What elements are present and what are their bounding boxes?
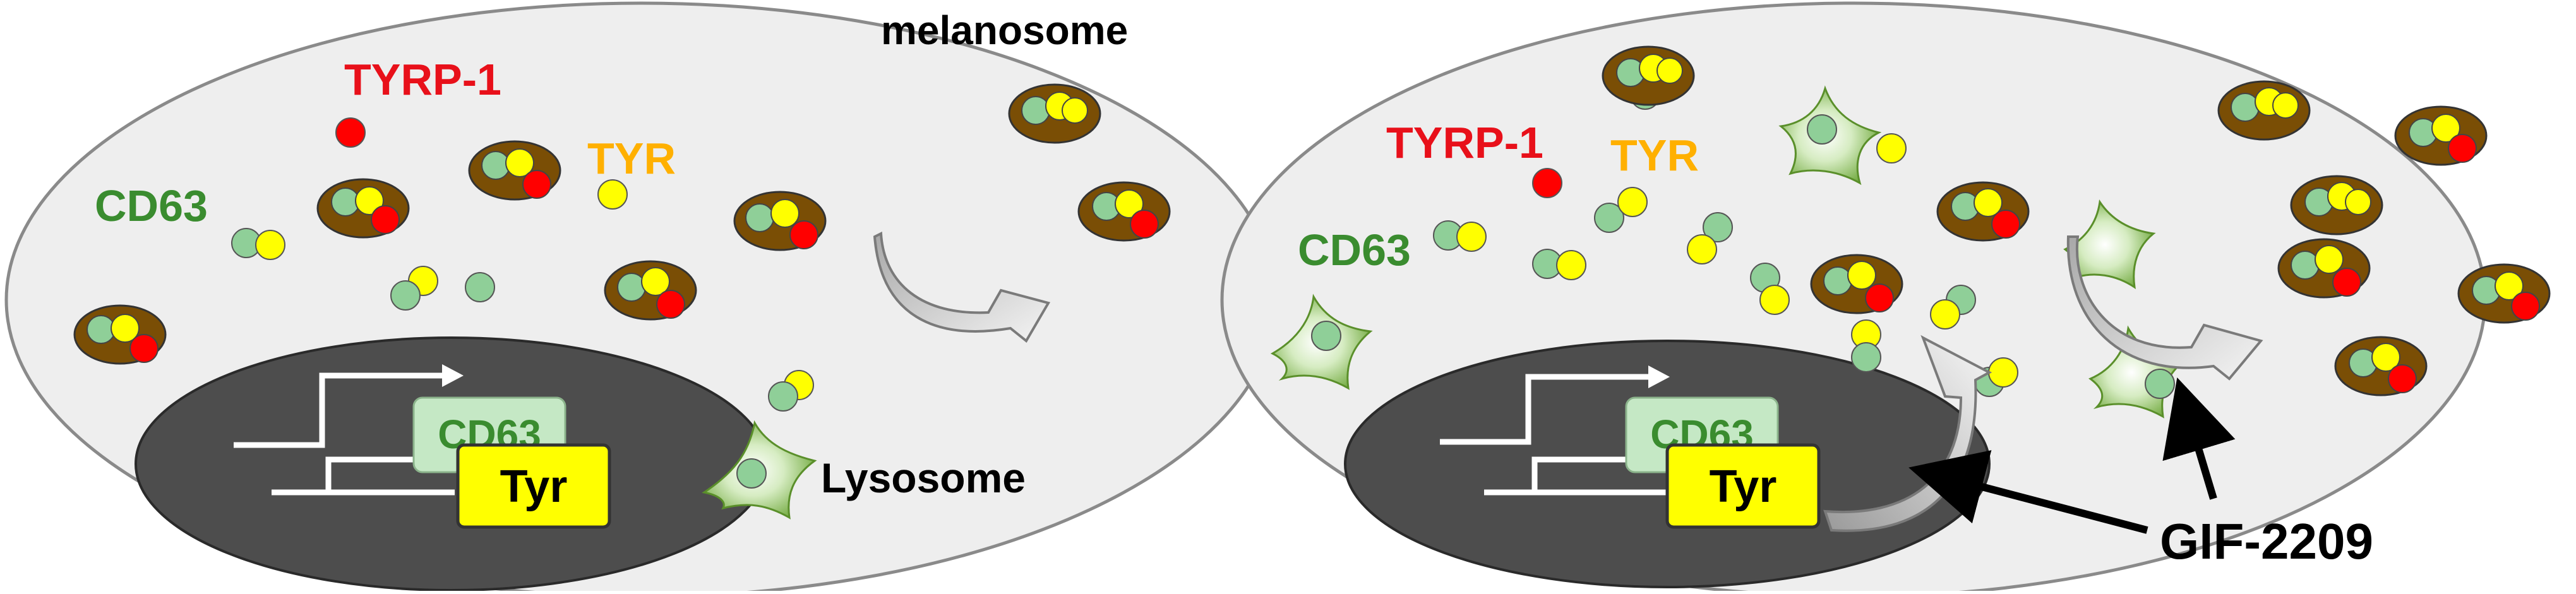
tyr-cd63-pair bbox=[1930, 285, 1976, 330]
melanosome-label: melanosome bbox=[881, 8, 1128, 53]
cd63-dot bbox=[1311, 321, 1341, 351]
cd63-dot bbox=[2145, 369, 2175, 399]
cd63-dot bbox=[1807, 114, 1837, 145]
melanosome bbox=[2334, 336, 2428, 396]
compound-label: GIF-2209 bbox=[2160, 513, 2373, 569]
left-tyr-label: TYR bbox=[587, 134, 676, 183]
compound-arrow-to-trafficking bbox=[1908, 450, 2148, 534]
left-tyrp1-label: TYRP-1 bbox=[344, 55, 501, 104]
right-gene-arrows bbox=[1440, 365, 1670, 496]
melanosome bbox=[2457, 263, 2551, 324]
melanosome bbox=[1008, 83, 1101, 144]
melanosome bbox=[2217, 80, 2311, 141]
tyr-cd63-pair bbox=[1851, 319, 1881, 372]
left-cell-panel: CD63 Tyr TYRP-1 TYR CD63 melanosome Lyso… bbox=[4, 1, 1278, 594]
right-tyrp1-label: TYRP-1 bbox=[1386, 118, 1543, 167]
left-cd63-label: CD63 bbox=[95, 181, 208, 230]
left-tyr-gene-label: Tyr bbox=[500, 461, 568, 512]
melanosome bbox=[1077, 181, 1171, 242]
melanosome bbox=[2277, 238, 2371, 299]
left-tyr-gene-box bbox=[456, 443, 611, 529]
right-tyr-gene-box bbox=[1665, 443, 1821, 529]
cd63-tyr-pair bbox=[1594, 187, 1648, 233]
melanosome bbox=[2394, 105, 2488, 166]
cd63-tyr-pair bbox=[1532, 249, 1586, 280]
melanosome bbox=[316, 178, 410, 239]
melanosome bbox=[73, 304, 167, 365]
cd63-tyr-pair bbox=[1750, 263, 1790, 315]
melanosome bbox=[1810, 254, 1903, 314]
right-cell-panel: CD63 Tyr TYRP-1 TYR CD63 GIF-2209 bbox=[1220, 1, 2551, 594]
melanosome bbox=[1936, 181, 2030, 242]
left-gene-arrows bbox=[234, 364, 464, 496]
left-secretion-arrow bbox=[873, 231, 1051, 343]
cd63-tyr-pair bbox=[231, 228, 285, 260]
compound-arrow-to-secretion bbox=[2162, 377, 2236, 500]
melanosome bbox=[2290, 175, 2383, 235]
tyr-dot bbox=[597, 179, 628, 210]
right-secretion-arrow bbox=[2066, 235, 2263, 381]
right-tyr-label: TYR bbox=[1610, 131, 1699, 180]
right-cd63-label: CD63 bbox=[1298, 225, 1411, 275]
tyrp1-dot bbox=[335, 117, 366, 148]
lysosome-label: Lysosome bbox=[821, 454, 1026, 501]
tyr-cd63-pair bbox=[390, 266, 438, 311]
tyrp1-dot bbox=[1532, 168, 1562, 198]
melanosome bbox=[1602, 45, 1695, 106]
cd63-dot bbox=[736, 458, 767, 489]
melanosome bbox=[733, 191, 827, 251]
tyr-dot bbox=[1876, 133, 1907, 163]
tyr-cd63-pair bbox=[1687, 212, 1733, 264]
cd63-tyr-pair bbox=[1433, 220, 1487, 252]
right-tyr-gene-label: Tyr bbox=[1710, 461, 1777, 512]
cd63-dot bbox=[465, 272, 495, 302]
melanosome bbox=[604, 260, 697, 321]
tyr-cd63-pair bbox=[768, 370, 814, 412]
melanosome bbox=[468, 140, 561, 201]
